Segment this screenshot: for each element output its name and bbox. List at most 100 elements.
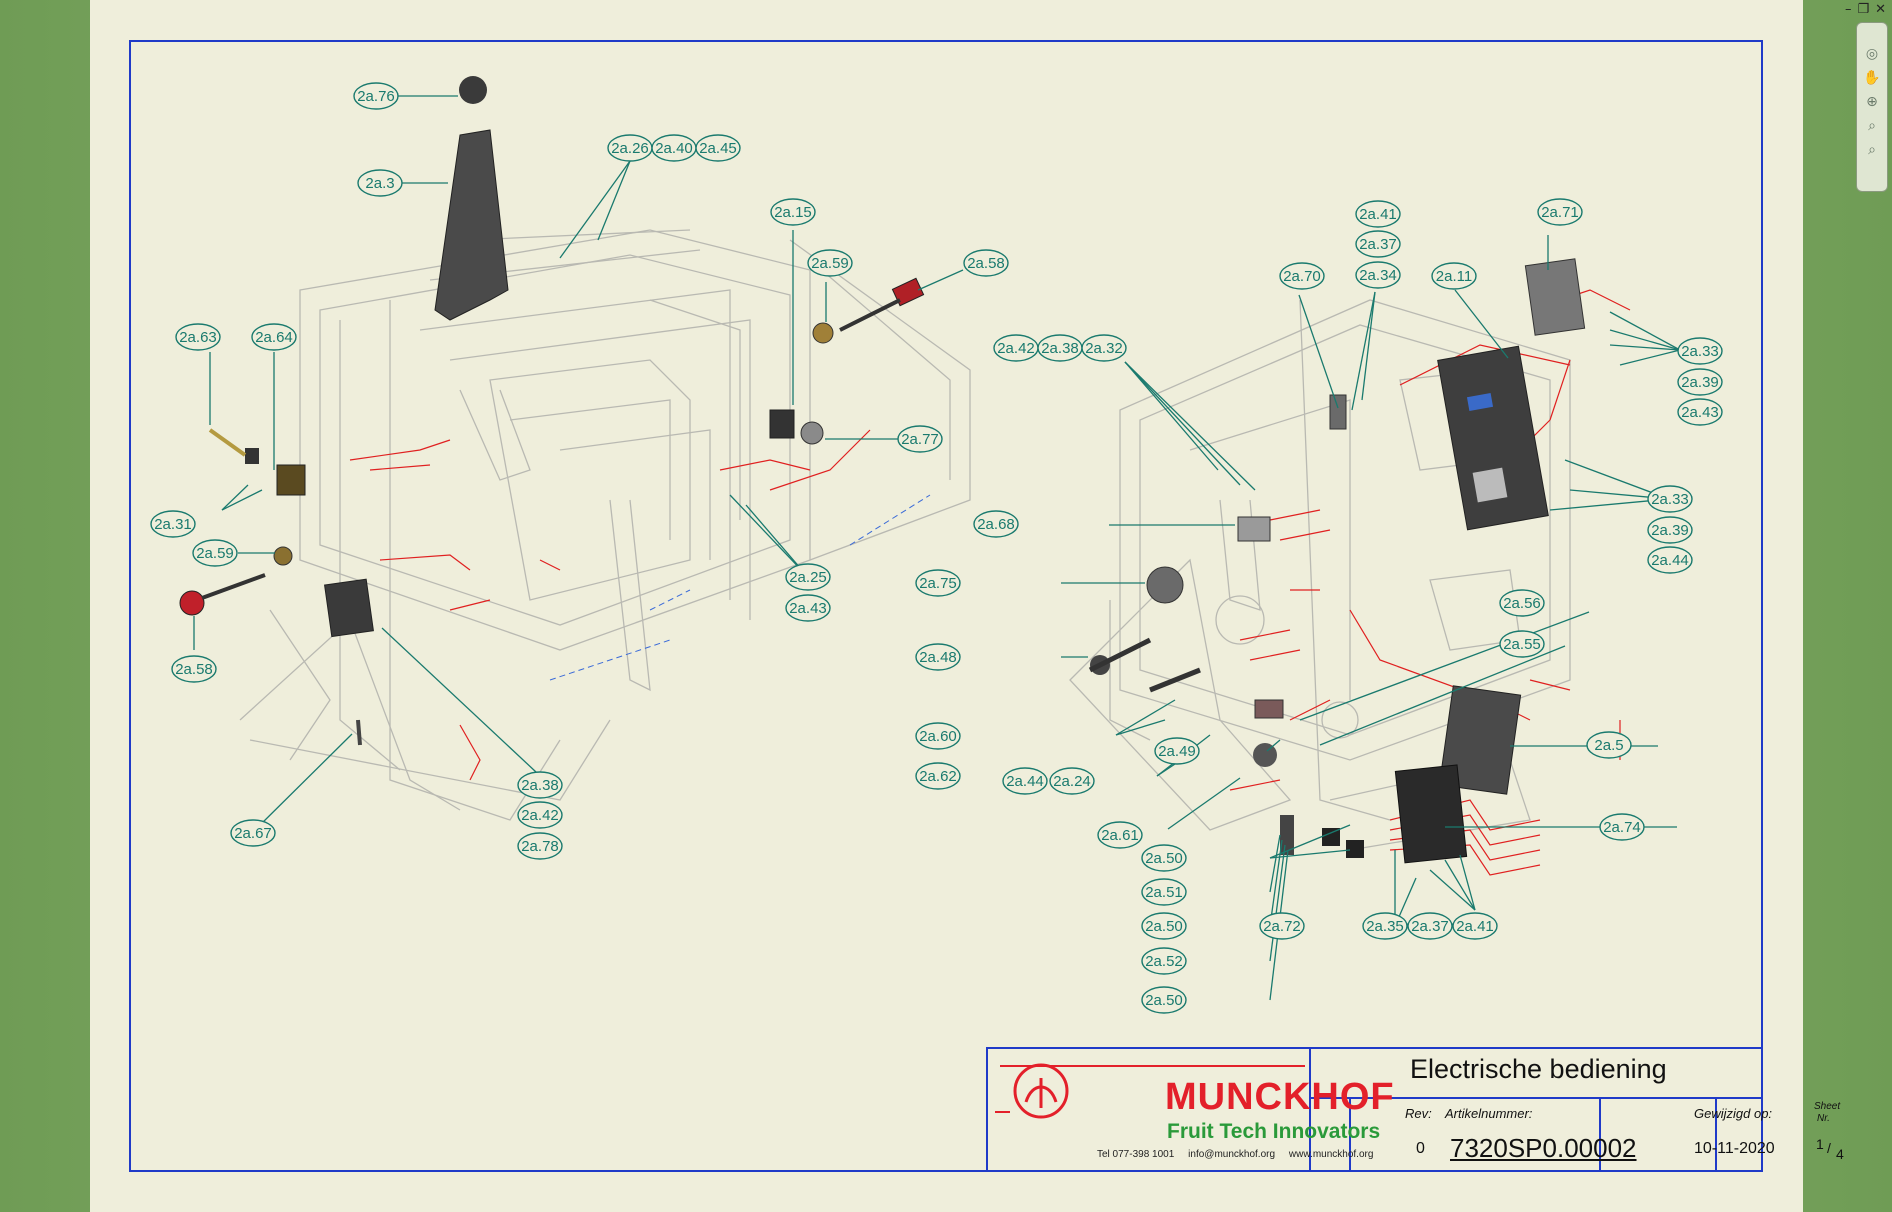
- callout-2a-68: 2a.68: [973, 510, 1019, 538]
- joystick-knob: [459, 76, 487, 104]
- callout-bubble: [1355, 200, 1401, 228]
- callout-2a-39: 2a.39: [1677, 368, 1723, 396]
- callout-label: 2a.78: [521, 838, 559, 855]
- exploded-assembly-drawing: 2a.762a.32a.262a.402a.452a.632a.642a.312…: [129, 40, 1763, 1172]
- zoom-out-icon[interactable]: ⌕: [1868, 142, 1876, 158]
- callout-2a-33: 2a.33: [1647, 485, 1693, 513]
- callout-2a-42: 2a.42: [517, 801, 563, 829]
- connector-58: [891, 277, 925, 307]
- callout-label: 2a.43: [789, 600, 827, 617]
- callout-label: 2a.56: [1503, 595, 1541, 612]
- callout-bubble: [785, 563, 831, 591]
- callout-bubble: [1141, 947, 1187, 975]
- restore-icon[interactable]: ❐: [1857, 2, 1870, 17]
- callout-bubble: [915, 643, 961, 671]
- steering-wheel-icon[interactable]: ◎: [1865, 46, 1879, 62]
- callout-2a-37: 2a.37: [1407, 912, 1453, 940]
- callout-label: 2a.72: [1263, 918, 1301, 935]
- callout-label: 2a.70: [1283, 268, 1321, 285]
- callout-label: 2a.45: [699, 140, 737, 157]
- callout-bubble: [695, 134, 741, 162]
- callout-2a-62: 2a.62: [915, 762, 961, 790]
- callout-2a-35: 2a.35: [1362, 912, 1408, 940]
- minimize-icon[interactable]: –: [1844, 2, 1852, 17]
- components-left: [179, 76, 925, 746]
- callout-bubble: [1677, 337, 1723, 365]
- callout-label: 2a.41: [1456, 918, 1494, 935]
- callout-bubble: [150, 510, 196, 538]
- callout-2a-77: 2a.77: [897, 425, 943, 453]
- callout-label: 2a.61: [1101, 827, 1139, 844]
- callout-label: 2a.33: [1681, 343, 1719, 360]
- callout-2a-78: 2a.78: [517, 832, 563, 860]
- module-70: [1329, 394, 1347, 430]
- pan-hand-icon[interactable]: ✋: [1863, 70, 1881, 86]
- callout-bubble: [915, 722, 961, 750]
- rev-value: 0: [1416, 1140, 1425, 1157]
- callout-label: 2a.37: [1359, 236, 1397, 253]
- navigation-bar: ◎ ✋ ⊕ ⌕ ⌕: [1856, 22, 1888, 192]
- callout-bubble: [353, 82, 399, 110]
- callout-bubble: [1407, 912, 1453, 940]
- callout-2a-52: 2a.52: [1141, 947, 1187, 975]
- callout-bubble: [517, 801, 563, 829]
- callout-bubble: [1647, 516, 1693, 544]
- munckhof-logo-emblem: [995, 1063, 1305, 1119]
- zoom-window-icon[interactable]: ⊕: [1866, 94, 1878, 110]
- callout-2a-50: 2a.50: [1141, 986, 1187, 1014]
- bracket-5: [1438, 685, 1522, 795]
- callout-label: 2a.51: [1145, 884, 1183, 901]
- callout-2a-51: 2a.51: [1141, 878, 1187, 906]
- callout-bubble: [915, 569, 961, 597]
- callout-label: 2a.35: [1366, 918, 1404, 935]
- callout-2a-25: 2a.25: [785, 563, 831, 591]
- callout-2a-26: 2a.26: [607, 134, 653, 162]
- connector-77: [800, 421, 824, 445]
- callout-bubble: [1586, 731, 1632, 759]
- callout-2a-31: 2a.31: [150, 510, 196, 538]
- callout-2a-15: 2a.15: [770, 198, 816, 226]
- callout-label: 2a.38: [521, 777, 559, 794]
- callout-bubble: [1141, 912, 1187, 940]
- close-icon[interactable]: ✕: [1875, 2, 1886, 17]
- callout-bubble: [973, 510, 1019, 538]
- callout-2a-56: 2a.56: [1499, 589, 1545, 617]
- callout-2a-40: 2a.40: [651, 134, 697, 162]
- callout-bubble: [1097, 821, 1143, 849]
- estop-button-58: [179, 590, 205, 616]
- callout-2a-11: 2a.11: [1431, 262, 1477, 290]
- callout-label: 2a.48: [919, 649, 957, 666]
- callout-label: 2a.15: [774, 204, 812, 221]
- callout-2a-70: 2a.70: [1279, 262, 1325, 290]
- callout-label: 2a.25: [789, 569, 827, 586]
- controller-71: [1524, 258, 1586, 336]
- callout-bubble: [1499, 630, 1545, 658]
- callout-bubble: [1647, 485, 1693, 513]
- indicator-ring-59b: [812, 322, 834, 344]
- relay-box-74: [1394, 764, 1468, 864]
- callout-bubble: [171, 655, 217, 683]
- callout-2a-58: 2a.58: [171, 655, 217, 683]
- callout-label: 2a.33: [1651, 491, 1689, 508]
- zoom-in-icon[interactable]: ⌕: [1868, 118, 1876, 134]
- callout-bubble: [1499, 589, 1545, 617]
- callout-2a-38: 2a.38: [517, 771, 563, 799]
- callout-label: 2a.50: [1145, 918, 1183, 935]
- sheet-separator: /: [1827, 1140, 1831, 1156]
- callout-2a-3: 2a.3: [357, 169, 403, 197]
- callout-bubble: [1259, 912, 1305, 940]
- callout-2a-33: 2a.33: [1677, 337, 1723, 365]
- callout-bubble: [785, 594, 831, 622]
- callout-2a-74: 2a.74: [1599, 813, 1645, 841]
- callout-label: 2a.31: [154, 516, 192, 533]
- callout-label: 2a.67: [234, 825, 272, 842]
- callout-bubble: [1452, 912, 1498, 940]
- callout-bubble: [357, 169, 403, 197]
- connector-75: [1146, 566, 1184, 604]
- callout-label: 2a.62: [919, 768, 957, 785]
- callout-label: 2a.24: [1053, 773, 1091, 790]
- callout-bubble: [1362, 912, 1408, 940]
- callout-label: 2a.59: [811, 255, 849, 272]
- callout-bubble: [1355, 230, 1401, 258]
